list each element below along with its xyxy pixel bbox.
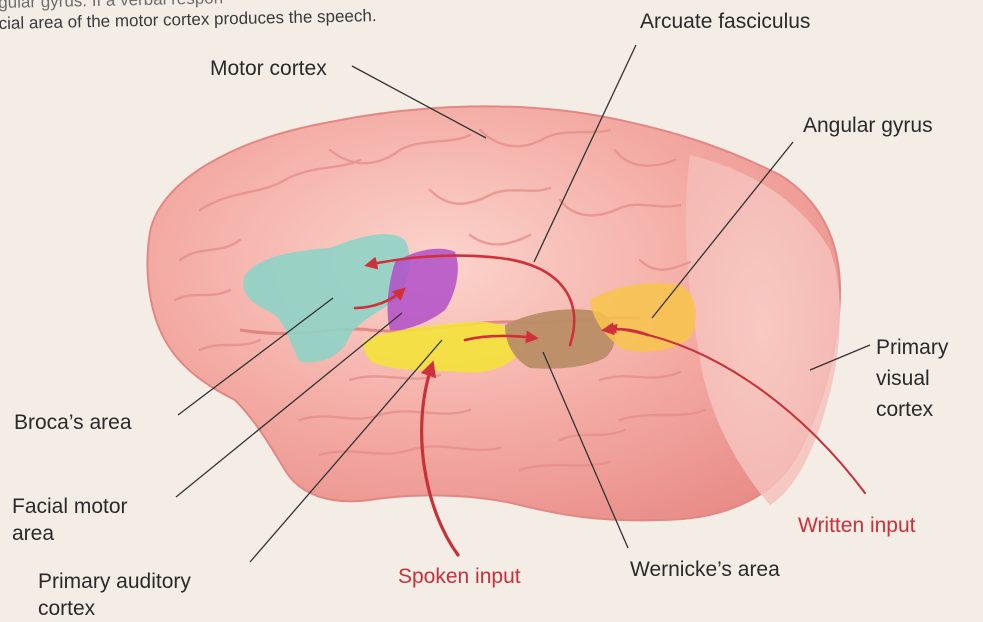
label-motor-cortex: Motor cortex: [210, 56, 327, 81]
label-written-input: Written input: [798, 513, 916, 538]
label-primary-visual-cortex: Primary visual cortex: [876, 332, 948, 425]
label-angular-gyrus: Angular gyrus: [803, 113, 933, 138]
label-facial-motor-area: Facial motor area: [12, 493, 128, 547]
label-primary-auditory-line-1: Primary auditory: [38, 568, 191, 595]
label-primary-visual-line-2: visual: [876, 363, 948, 394]
label-primary-auditory-cortex: Primary auditory cortex: [38, 568, 191, 622]
label-spoken-input: Spoken input: [398, 564, 521, 589]
label-primary-visual-line-3: cortex: [876, 394, 948, 425]
label-facial-motor-line-1: Facial motor: [12, 493, 128, 520]
label-facial-motor-line-2: area: [12, 520, 128, 547]
label-wernickes-area: Wernicke’s area: [630, 557, 780, 582]
label-primary-visual-line-1: Primary: [876, 332, 948, 363]
label-brocas-area: Broca’s area: [14, 410, 132, 435]
label-arcuate-fasciculus: Arcuate fasciculus: [640, 9, 810, 34]
